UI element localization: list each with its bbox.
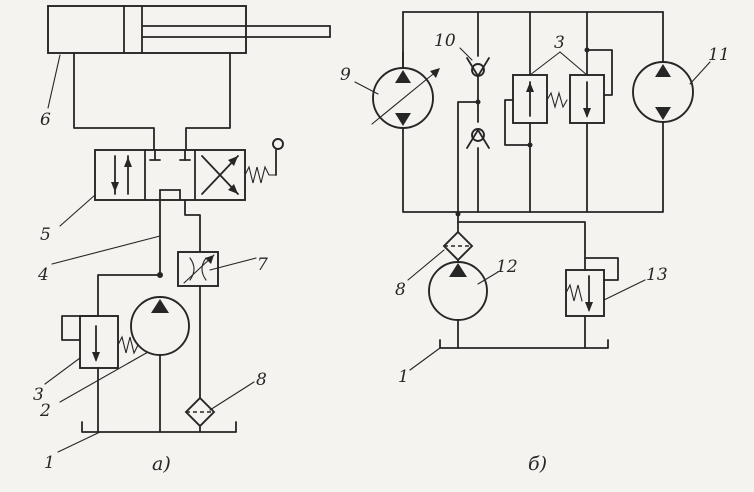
label-6-left: 6 <box>40 110 51 130</box>
label-8-right: 8 <box>395 280 406 300</box>
label-7-left: 7 <box>257 255 268 275</box>
label-5-left: 5 <box>40 225 51 245</box>
leader-lines-right <box>354 47 711 371</box>
filter-right <box>442 230 474 262</box>
label-13-right: 13 <box>646 265 668 285</box>
label-9-right: 9 <box>340 65 351 85</box>
variable-pump <box>371 67 440 129</box>
label-4-left: 4 <box>37 265 49 285</box>
directional-valve <box>94 138 284 201</box>
caption-left: а) <box>152 453 171 475</box>
filter-left <box>184 396 216 428</box>
hydraulic-motor <box>632 61 694 123</box>
label-11-right: 11 <box>708 45 730 65</box>
right-scheme: 9 10 3 11 8 12 13 1 б) <box>340 11 730 475</box>
label-12-right: 12 <box>496 257 518 277</box>
left-scheme: 6 5 4 7 3 8 2 1 а) <box>33 5 331 475</box>
label-8-left: 8 <box>256 370 267 390</box>
relief-valves-pair <box>504 11 613 213</box>
label-3-left: 3 <box>33 385 44 405</box>
relief-valve <box>61 315 139 433</box>
label-3-right: 3 <box>554 33 565 53</box>
tank-right <box>439 339 609 349</box>
tank-left <box>81 421 237 433</box>
label-1-right: 1 <box>398 367 409 387</box>
label-10-right: 10 <box>434 31 456 51</box>
leader-lines-left <box>44 54 257 453</box>
caption-right: б) <box>528 453 547 475</box>
throttle-valve <box>177 251 219 287</box>
hydraulic-cylinder <box>47 5 331 54</box>
label-1-left: 1 <box>44 453 55 473</box>
label-2-left: 2 <box>39 401 51 421</box>
check-valves <box>457 11 490 213</box>
boost-pump <box>428 261 488 349</box>
pump <box>130 296 190 433</box>
relief-valve-right <box>565 251 619 349</box>
